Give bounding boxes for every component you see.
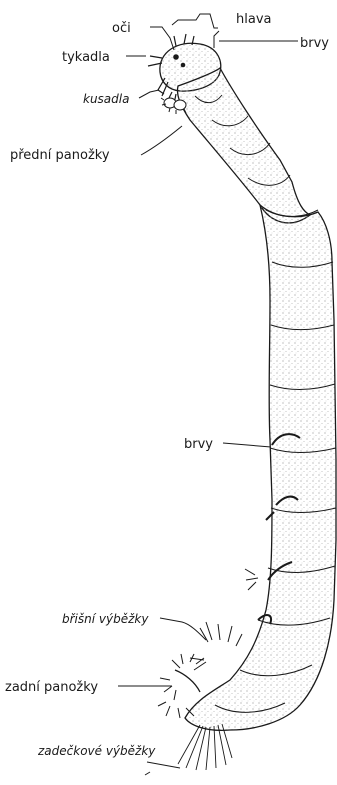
label-zadni-panozky: zadní panožky [5,680,98,695]
label-brvy-top: brvy [300,36,329,51]
label-bricni-vybezky: břišní výběžky [62,612,149,626]
eye [173,54,179,60]
leader-oci [150,27,174,50]
label-predni-panozky: přední panožky [10,148,110,163]
leader-zadeckove [147,762,180,768]
label-zadeckove-vybezky: zadečkové výběžky [37,744,156,758]
leader-brvy-mid [223,443,271,447]
label-tykadla: tykadla [62,50,110,65]
abdomen [185,205,336,730]
tail-fan [178,724,232,770]
leader-bricni [160,618,206,640]
label-kusadla: kusadla [83,92,129,106]
eye [181,63,186,68]
label-brvy-mid: brvy [184,437,213,452]
label-oci: oči [112,21,131,36]
label-hlava: hlava [236,12,271,27]
thorax [178,68,311,223]
leader-bottom [145,772,150,775]
leader-brvy-top [214,31,298,48]
leader-kusadla [139,90,159,98]
front-prolegs [161,98,186,114]
leader-predni [141,126,182,155]
larva-body [160,43,336,730]
leader-hlava [172,14,218,28]
